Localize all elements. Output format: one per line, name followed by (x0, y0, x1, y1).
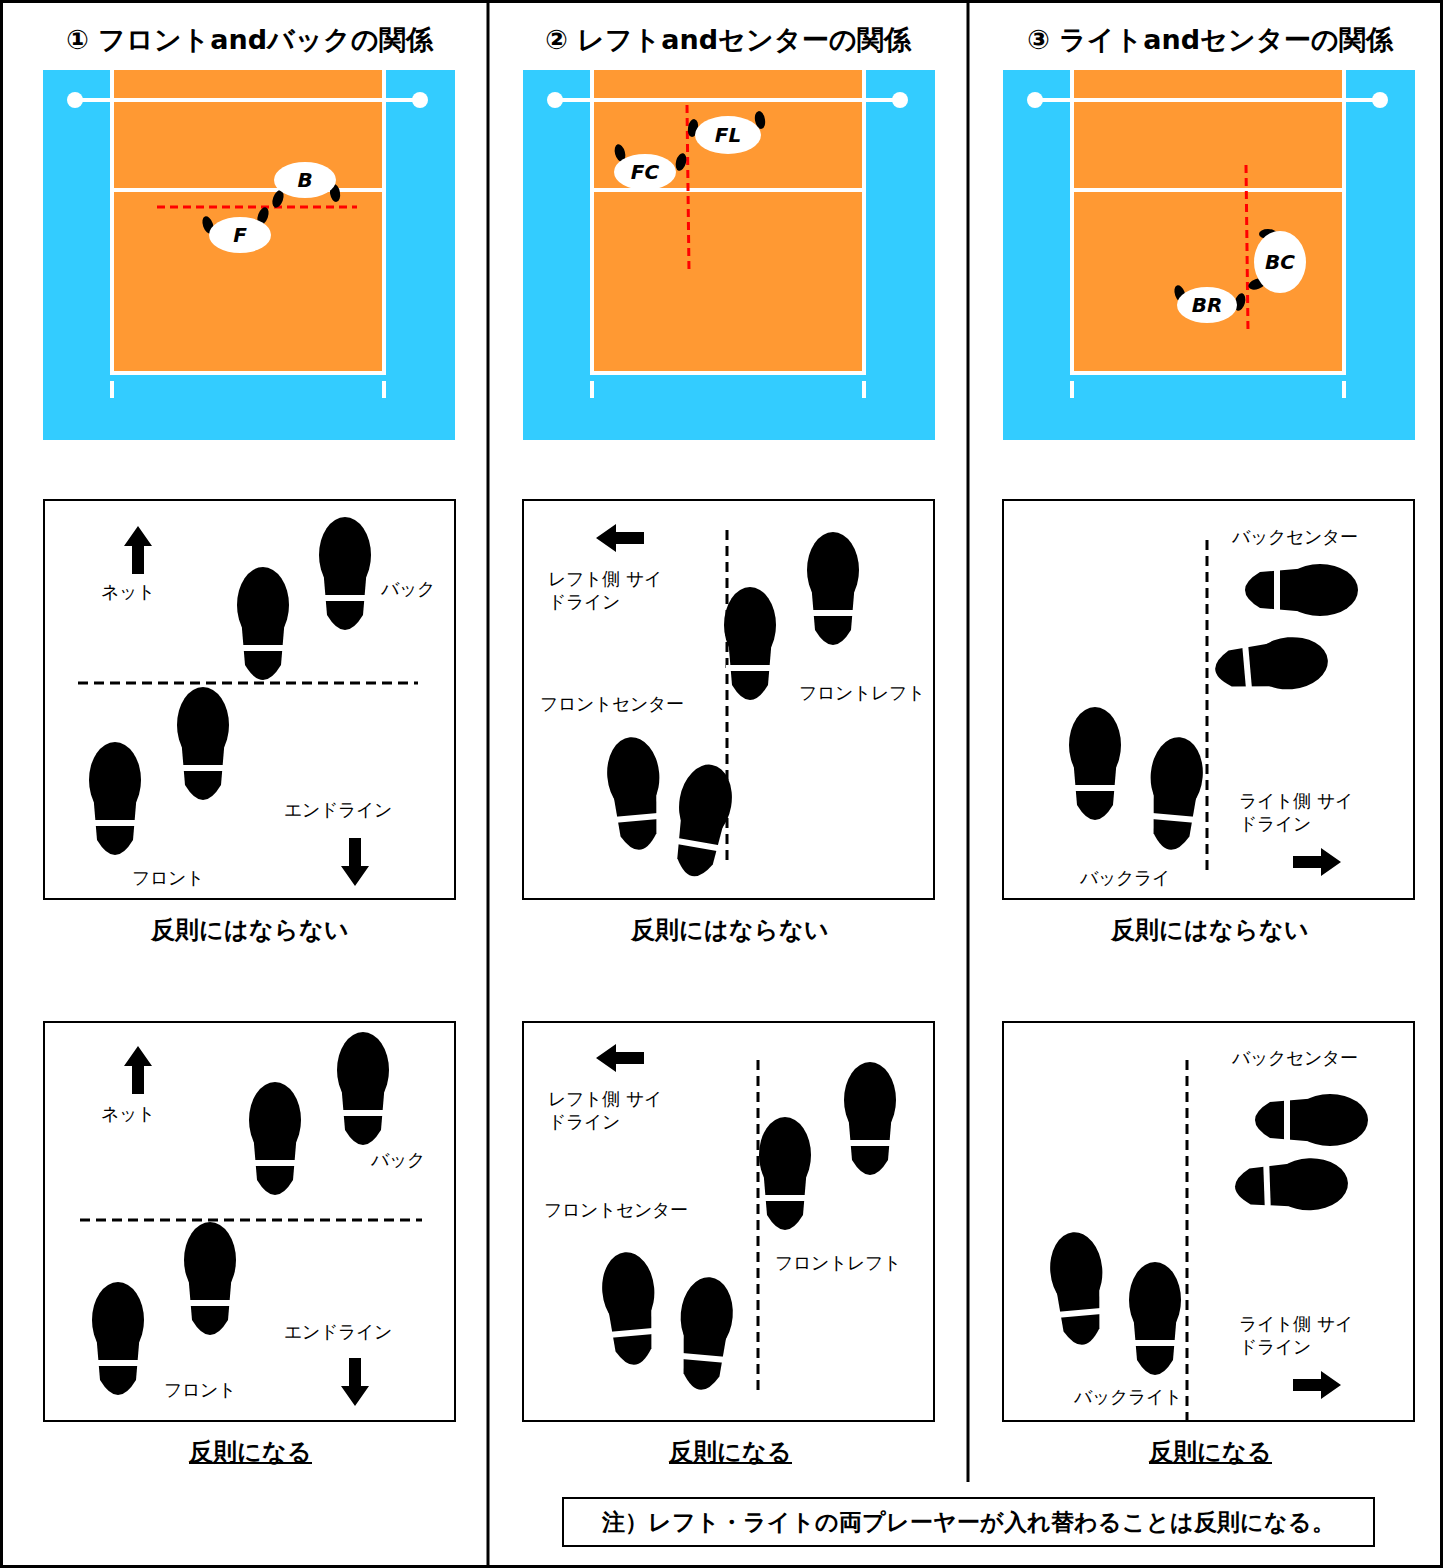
footprint (184, 1222, 236, 1335)
footprint (1047, 1230, 1109, 1347)
section-heading: ③ ライトandセンターの関係 (1027, 23, 1393, 57)
position-label: バック (371, 1149, 425, 1172)
footprint (1245, 564, 1358, 616)
player-code: F (233, 223, 247, 247)
footprint-panel (1003, 1022, 1414, 1421)
reference-line (80, 1219, 422, 1222)
player-code: FL (715, 123, 741, 147)
footprint (1144, 735, 1206, 852)
direction-arrow (1293, 1371, 1341, 1399)
footprint (1129, 1262, 1181, 1375)
position-label: レフト側 サイドライン (548, 1088, 666, 1133)
reference-line (1206, 540, 1209, 870)
section-heading: ② レフトandセンターの関係 (545, 23, 911, 57)
footprint (599, 1250, 661, 1367)
position-label: エンドライン (284, 799, 392, 822)
footprint-panel (523, 1022, 934, 1421)
player-oval: B (274, 162, 336, 198)
court (1003, 68, 1415, 440)
position-label: レフト側 サイドライン (548, 568, 666, 613)
direction-arrow (124, 526, 152, 574)
footprint (1255, 1094, 1368, 1146)
verdict-caption: 反則にはならない (1111, 915, 1309, 945)
position-label: ネット (101, 1103, 155, 1126)
player-oval: FC (614, 154, 676, 190)
direction-arrow (1293, 848, 1341, 876)
direction-arrow (124, 1046, 152, 1094)
verdict-caption: 反則になる (189, 1437, 312, 1467)
verdict-caption: 反則にはならない (631, 915, 829, 945)
footprint-panel (44, 500, 455, 899)
footprint (237, 567, 289, 680)
player-code: BR (1192, 293, 1223, 317)
position-label: ライト側 サイドライン (1239, 790, 1357, 835)
footprint-panel (523, 500, 934, 899)
footprint (604, 735, 666, 852)
court (523, 68, 935, 440)
column-divider (967, 0, 970, 1482)
position-label: フロントセンター (540, 693, 684, 716)
position-label: バックセンター (1232, 1047, 1358, 1070)
reference-line (1246, 165, 1248, 332)
position-label: フロントレフト (799, 682, 925, 705)
player-code: B (297, 168, 312, 192)
footprint (1213, 634, 1330, 696)
column-divider (487, 0, 490, 1568)
reference-line (157, 206, 357, 209)
footprint (319, 517, 371, 630)
reference-line (757, 1060, 760, 1392)
note-text: 注）レフト・ライトの両プレーヤーが入れ替わることは反則になる。 (602, 1507, 1335, 1538)
position-label: エンドライン (284, 1321, 392, 1344)
footprint (337, 1032, 389, 1145)
reference-line (1186, 1060, 1189, 1420)
reference-line (78, 682, 418, 685)
position-label: ネット (101, 581, 155, 604)
footprint (674, 1275, 736, 1392)
player-oval: BR (1177, 287, 1237, 323)
player-oval: FL (695, 116, 761, 154)
footprint (807, 532, 859, 645)
footprint-panel (44, 1022, 455, 1421)
footprint (844, 1062, 896, 1175)
foot-dot (674, 152, 688, 172)
position-label: バックセンター (1232, 526, 1358, 549)
footprint (759, 1117, 811, 1230)
player-code: BC (1265, 250, 1295, 274)
position-label: フロント (164, 1379, 236, 1402)
footprint (1069, 707, 1121, 820)
footprint (667, 760, 738, 880)
court (43, 68, 455, 440)
verdict-caption: 反則になる (669, 1437, 792, 1467)
verdict-caption: 反則になる (1149, 1437, 1272, 1467)
position-label: バックライト (1074, 1386, 1182, 1409)
position-label: バックライ (1080, 867, 1170, 890)
player-code: FC (631, 160, 659, 184)
position-label: ライト側 サイドライン (1239, 1313, 1357, 1358)
footprint (89, 742, 141, 855)
direction-arrow (341, 1358, 369, 1406)
footprint (92, 1282, 144, 1395)
player-oval: F (209, 217, 271, 253)
direction-arrow (596, 1044, 644, 1072)
footprint (1234, 1157, 1349, 1213)
position-label: バック (381, 578, 435, 601)
player-oval: BC (1254, 231, 1306, 293)
direction-arrow (341, 838, 369, 886)
section-heading: ① フロントandバックの関係 (66, 23, 433, 57)
verdict-caption: 反則にはならない (151, 915, 349, 945)
direction-arrow (596, 524, 644, 552)
position-label: フロントセンター (544, 1199, 688, 1222)
footprint (249, 1082, 301, 1195)
note-box: 注）レフト・ライトの両プレーヤーが入れ替わることは反則になる。 (562, 1497, 1375, 1547)
footprint-panel (1003, 500, 1414, 899)
footprint (177, 687, 229, 800)
position-label: フロント (132, 867, 204, 890)
footprint (724, 587, 776, 700)
position-label: フロントレフト (775, 1252, 901, 1275)
